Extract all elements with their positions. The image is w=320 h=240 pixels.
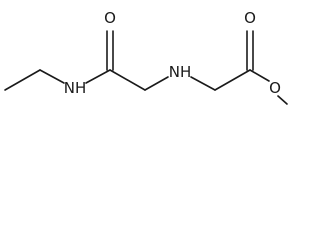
- atom-label-nh-amine: NH: [169, 63, 192, 81]
- bond-ester-co-single: [249, 69, 270, 82]
- bond-ch2-cester: [214, 69, 251, 91]
- bond-amide-cch2: [109, 69, 146, 91]
- atom-label-o-carbonyl: O: [244, 9, 256, 27]
- molecule-structure: NH O NH O O: [4, 9, 288, 105]
- bond-ch2-n: [144, 76, 169, 91]
- atom-label-nh-amide: NH: [64, 79, 87, 97]
- bond-o-methyl: [277, 95, 288, 105]
- bond-n-ch2: [190, 76, 216, 91]
- bond-ethyl-cn: [39, 69, 65, 84]
- bond-ethyl-cc: [4, 69, 41, 91]
- atom-label-o-amide: O: [104, 9, 116, 27]
- bond-amide-nc: [85, 69, 111, 84]
- atom-label-o-ester: O: [269, 79, 281, 97]
